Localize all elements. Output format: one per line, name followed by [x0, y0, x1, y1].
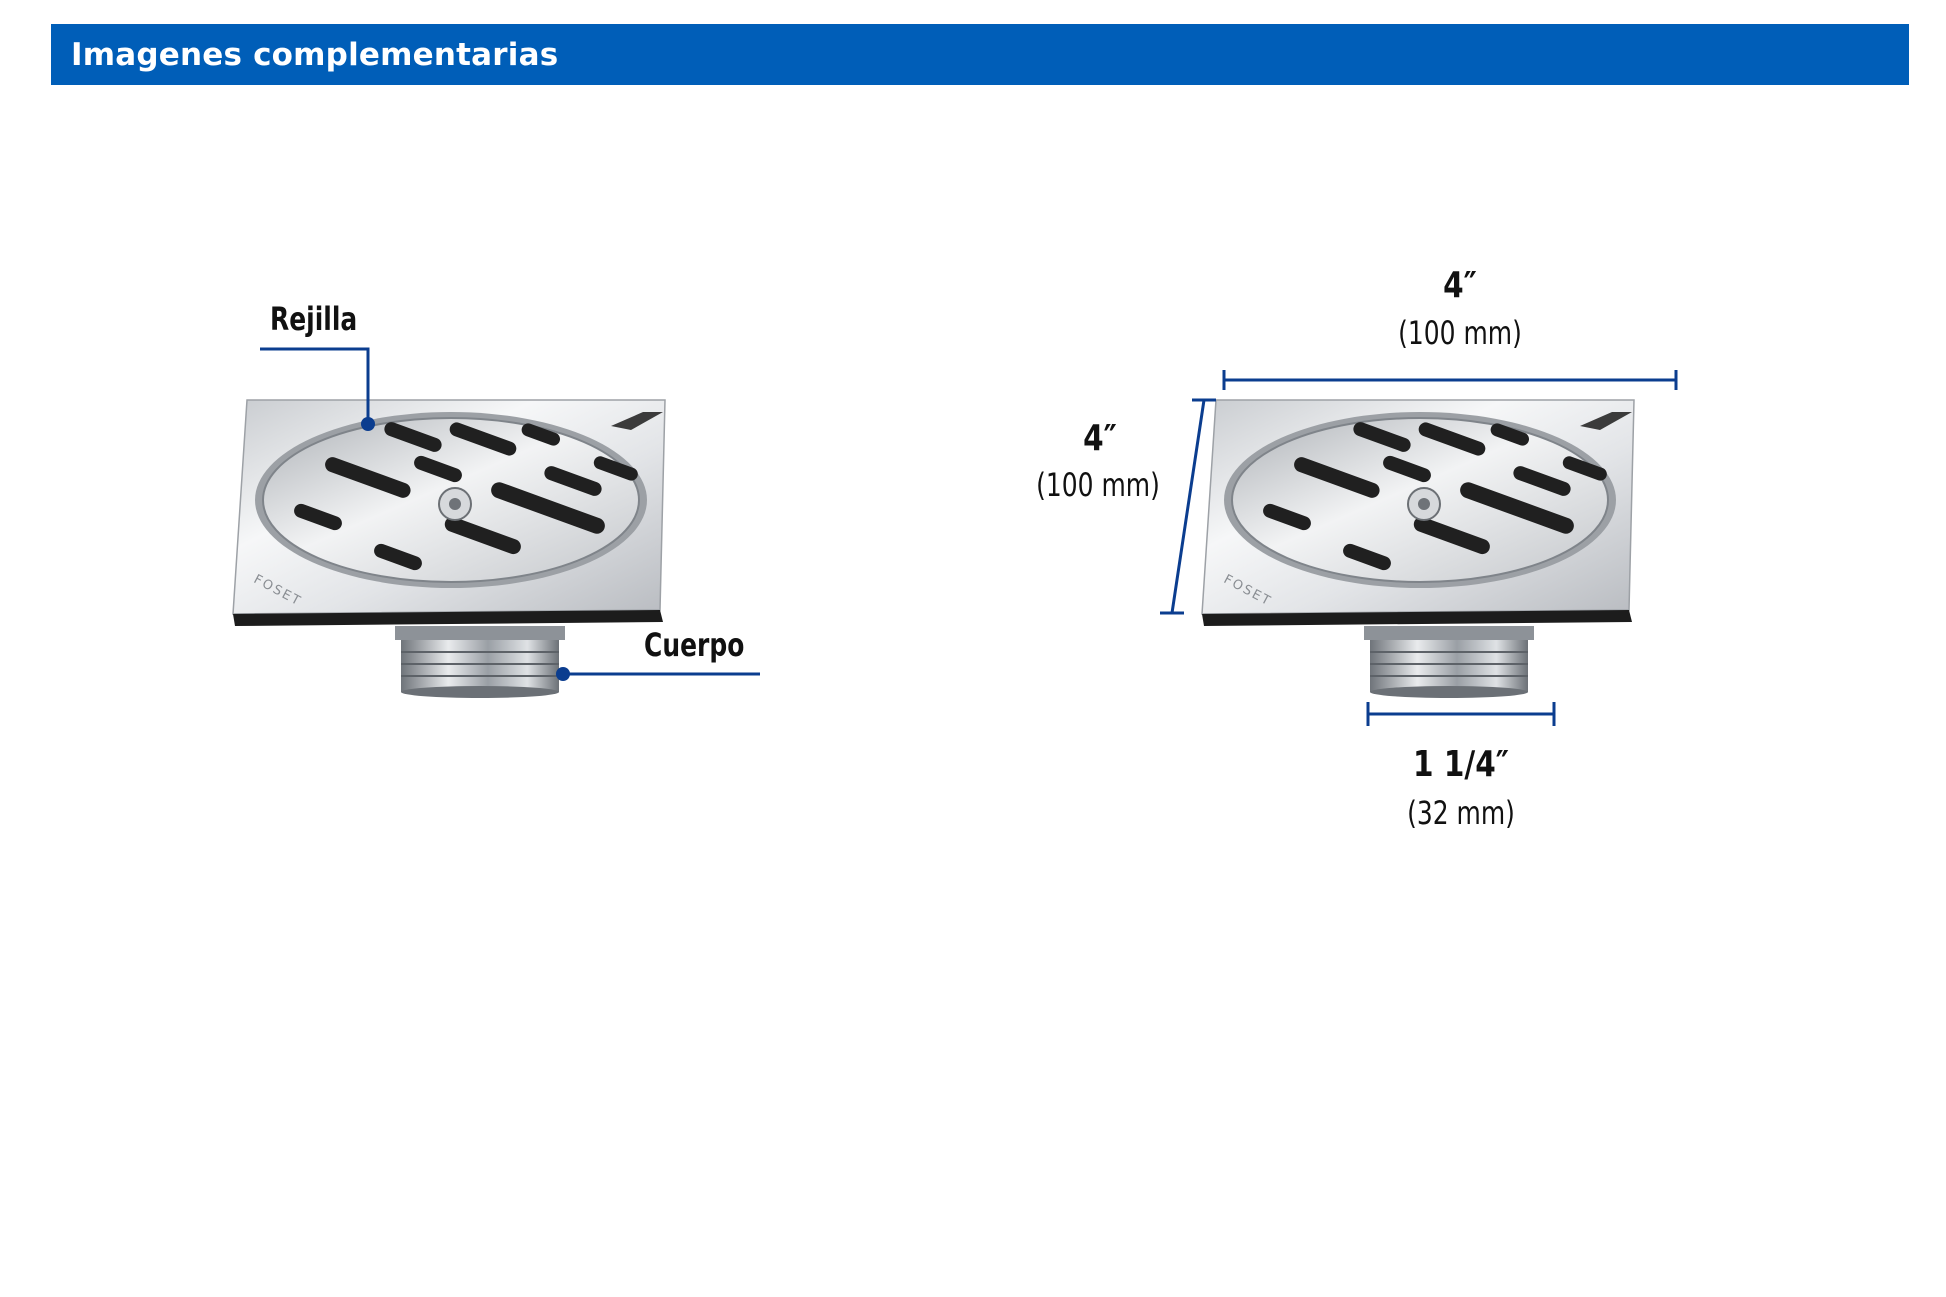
- dim-height-mm: (100 mm): [1036, 466, 1160, 504]
- section-header: Imagenes complementarias: [51, 24, 1909, 85]
- leader-rejilla-dot: [361, 417, 375, 431]
- leader-rejilla: [260, 347, 370, 424]
- dim-thread-mm: (32 mm): [1407, 794, 1515, 832]
- section-title: Imagenes complementarias: [71, 36, 559, 73]
- label-cuerpo: Cuerpo: [644, 626, 745, 664]
- dim-width-mm: (100 mm): [1398, 314, 1522, 352]
- dim-width-inch: 4″: [1443, 265, 1477, 306]
- dim-height-line: [1170, 399, 1206, 614]
- label-rejilla: Rejilla: [270, 300, 358, 338]
- leader-cuerpo-dot: [556, 667, 570, 681]
- dim-height-inch: 4″: [1083, 418, 1117, 459]
- dim-thread-inch: 1 1/4″: [1413, 744, 1509, 785]
